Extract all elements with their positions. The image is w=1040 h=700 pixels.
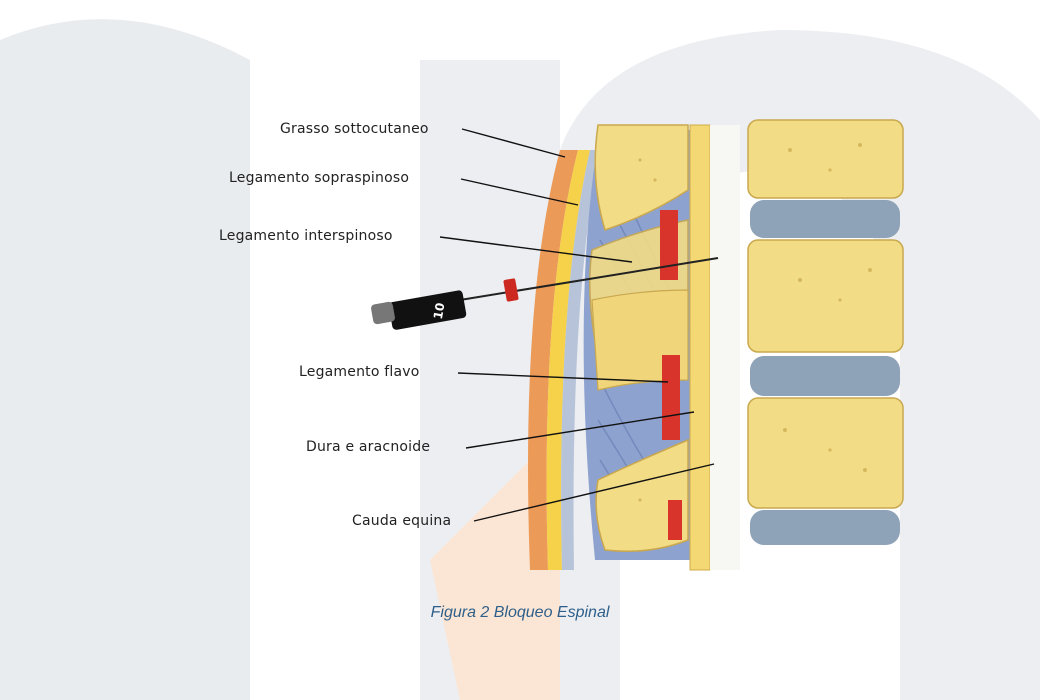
label-grasso-sottocutaneo: Grasso sottocutaneo: [280, 121, 429, 137]
figure-caption: Figura 2 Bloqueo Espinal: [0, 604, 1040, 622]
label-legamento-flavo: Legamento flavo: [299, 364, 420, 380]
intervertebral-disc-3: [750, 510, 900, 545]
needle-hub-collar: [503, 278, 519, 302]
label-legamento-sopraspinoso: Legamento sopraspinoso: [229, 170, 409, 186]
vertebral-body-2: [748, 240, 903, 352]
ligamentum-flavum-2: [662, 355, 680, 440]
ligamentum-flavum-1: [660, 210, 678, 280]
intervertebral-disc-1: [750, 200, 900, 238]
ligamentum-flavum-3: [668, 500, 682, 540]
label-cauda-equina: Cauda equina: [352, 513, 451, 529]
spinal-canal: [710, 125, 740, 570]
leader-line-grasso: [462, 129, 565, 157]
intervertebral-disc-2: [750, 356, 900, 396]
needle-marking-text: 10: [431, 302, 448, 321]
vertebral-body-1: [748, 120, 903, 198]
label-dura-e-aracnoide: Dura e aracnoide: [306, 439, 430, 455]
vertebral-column: [748, 120, 903, 545]
vertebral-body-3: [748, 398, 903, 508]
needle-body: [388, 290, 467, 331]
needle-cap: [370, 301, 395, 325]
dura-mater: [690, 125, 710, 570]
label-legamento-interspinoso: Legamento interspinoso: [219, 228, 393, 244]
